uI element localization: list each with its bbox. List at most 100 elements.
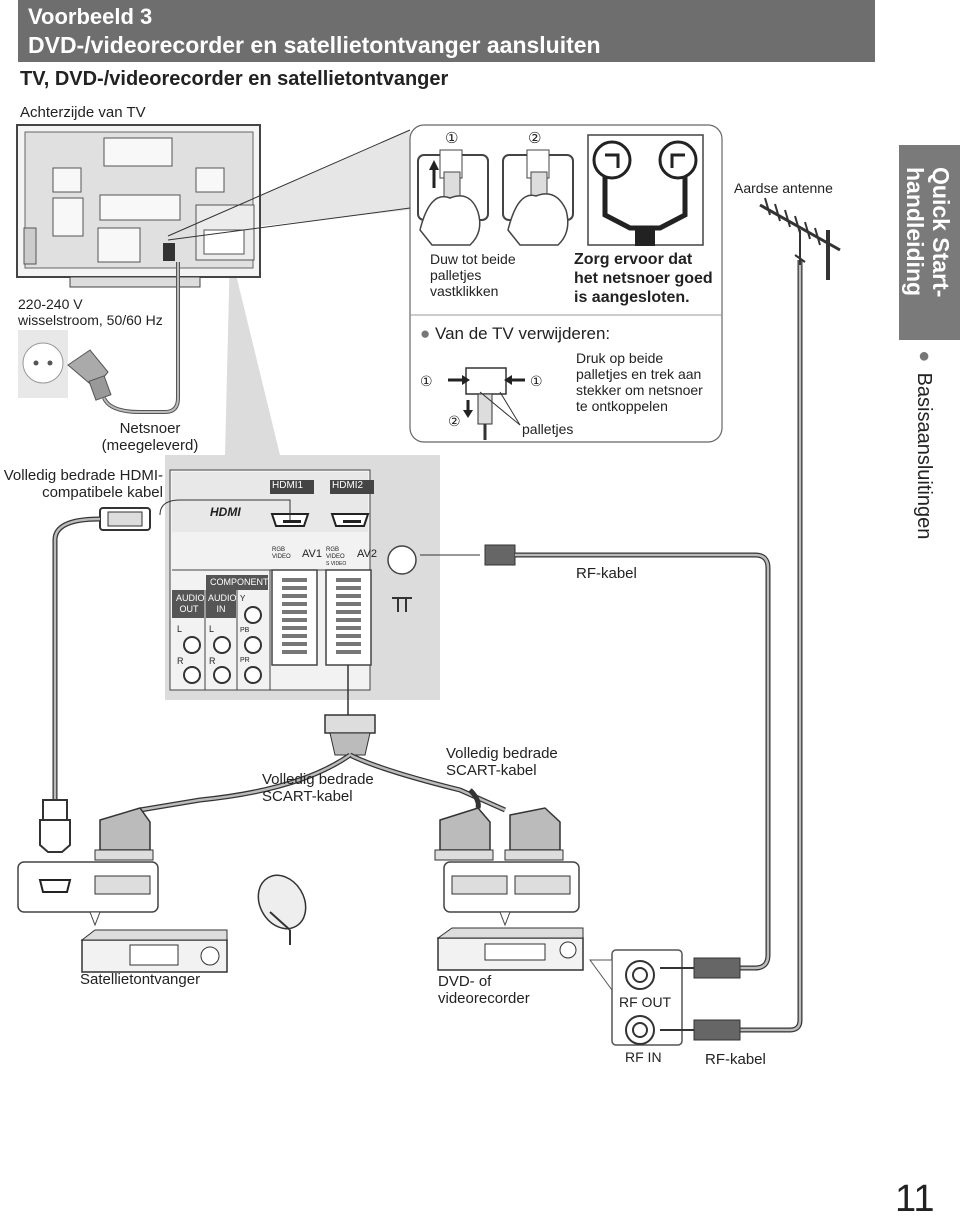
satellite-dish xyxy=(257,874,307,945)
step2-marker: ② xyxy=(528,130,542,147)
scart-right-label: Volledig bedrade SCART-kabel xyxy=(446,745,558,779)
remove-step2: ② xyxy=(448,413,461,429)
remove-heading-text: Van de TV verwijderen: xyxy=(435,324,611,343)
hdmi-logo: HDMI xyxy=(210,505,241,519)
voltage-line2: wisselstroom, 50/60 Hz xyxy=(18,312,163,328)
scart-right-line2: SCART-kabel xyxy=(446,762,537,779)
tv-back-illustration xyxy=(16,124,261,288)
scart-plug-recorder-2 xyxy=(504,807,564,861)
component-pr: PR xyxy=(240,657,250,664)
secure-line1: Zorg ervoor dat xyxy=(574,251,693,268)
audio-in-r: R xyxy=(209,656,216,666)
rgb-video-av2: RGB VIDEO xyxy=(326,547,345,560)
audio-out-l: L xyxy=(177,624,183,634)
bullet-icon: ● xyxy=(913,345,935,367)
hdmi-cable xyxy=(39,499,291,853)
component-y: Y xyxy=(240,594,246,603)
hdmi-cable-label: Volledig bedrade HDMI- compatibele kabel xyxy=(3,467,163,501)
satellite-receiver-back xyxy=(17,861,159,927)
step1-marker: ① xyxy=(445,130,459,147)
rgb-video-av1: RGB VIDEO xyxy=(272,547,291,560)
recorder-back xyxy=(443,861,580,927)
scart-plug-recorder-1 xyxy=(434,807,494,861)
tabs-label: palletjes xyxy=(522,421,574,437)
remove-line1: Druk op beide xyxy=(576,350,664,366)
component-pb: PB xyxy=(240,627,250,634)
secure-line3: is aangesloten. xyxy=(574,289,690,306)
voltage-label: 220-240 V wisselstroom, 50/60 Hz xyxy=(18,296,163,328)
scart-left-label: Volledig bedrade SCART-kabel xyxy=(262,771,374,805)
recorder-label: DVD- of videorecorder xyxy=(438,973,530,1007)
clamp-inset xyxy=(409,124,723,443)
hdmi2-label: HDMI2 xyxy=(332,480,364,491)
scart-left-line2: SCART-kabel xyxy=(262,788,353,805)
audio-out-line2: OUT xyxy=(179,604,199,614)
satellite-receiver xyxy=(80,929,228,973)
rf-out-label: RF OUT xyxy=(619,994,672,1010)
press-instruction: Duw tot beide palletjes vastklikken xyxy=(430,251,516,299)
rf-cable-top xyxy=(420,544,771,979)
rf-cable-bottom-label: RF-kabel xyxy=(705,1051,766,1068)
rf-in-label: RF IN xyxy=(625,1049,662,1065)
av1-label: AV1 xyxy=(302,548,322,560)
audio-in-label: AUDIO IN xyxy=(208,593,237,615)
page-subtitle: TV, DVD-/videorecorder en satellietontva… xyxy=(20,68,449,90)
press-line3: vastklikken xyxy=(430,283,499,299)
remove-instruction: Druk op beide palletjes en trek aan stek… xyxy=(576,350,703,414)
hdmi1-label: HDMI1 xyxy=(272,480,304,491)
recorder-line1: DVD- of xyxy=(438,973,492,990)
power-cord-inner xyxy=(103,262,179,413)
scart-cable-tv xyxy=(139,665,507,813)
remove-line2: palletjes en trek aan xyxy=(576,366,702,382)
scart-right-line1: Volledig bedrade xyxy=(446,745,558,762)
section-title: DVD-/videorecorder en satellietontvanger… xyxy=(28,32,601,58)
section-number: Voorbeeld 3 xyxy=(28,4,153,29)
remove-heading: ● Van de TV verwijderen: xyxy=(420,324,610,344)
power-cord-label: Netsnoer (meegeleverd) xyxy=(100,420,200,454)
rf-connector-box xyxy=(589,949,683,1046)
side-tab-line1: Quick Start- xyxy=(928,167,954,298)
remove-line4: te ontkoppelen xyxy=(576,398,668,414)
press-line2: palletjes xyxy=(430,267,482,283)
remove-step1-right: ① xyxy=(530,373,543,389)
press-line1: Duw tot beide xyxy=(430,251,516,267)
zoom-line-top xyxy=(167,129,411,237)
wall-socket xyxy=(18,330,68,398)
voltage-line1: 220-240 V xyxy=(18,296,83,312)
hdmi-cable-line1: Volledig bedrade HDMI- xyxy=(3,467,163,484)
scart-cable-link xyxy=(468,788,481,809)
power-cord-line2: (meegeleverd) xyxy=(101,437,199,454)
page-number: 11 xyxy=(895,1178,935,1220)
recorder-line2: videorecorder xyxy=(438,990,530,1007)
antenna-label: Aardse antenne xyxy=(734,180,833,196)
scart-plug-satellite xyxy=(94,807,154,861)
power-cord-line1: Netsnoer xyxy=(119,420,181,437)
remove-line3: stekker om netsnoer xyxy=(576,382,703,398)
tv-back-label: Achterzijde van TV xyxy=(20,104,146,121)
audio-out-label: AUDIO OUT xyxy=(176,593,205,615)
hdmi-cable-line2: compatibele kabel xyxy=(42,484,163,501)
bullet-icon: ● xyxy=(420,324,431,343)
audio-out-line1: AUDIO xyxy=(176,593,205,603)
side-tab-section: ● Basisaansluitingen xyxy=(912,345,935,539)
audio-in-line2: IN xyxy=(216,604,226,614)
side-tab-section-text: Basisaansluitingen xyxy=(913,372,935,540)
zoom-line-bottom xyxy=(167,207,411,241)
section-header: Voorbeeld 3 DVD-/videorecorder en satell… xyxy=(18,0,875,62)
av2-label: AV2 xyxy=(357,548,377,560)
rf-cable-top-label: RF-kabel xyxy=(576,565,637,582)
remove-step1-left: ① xyxy=(420,373,433,389)
svideo-label: S VIDEO xyxy=(326,561,347,567)
power-plug xyxy=(67,349,112,401)
satellite-label: Satellietontvanger xyxy=(80,971,201,988)
audio-in-line1: AUDIO xyxy=(208,593,237,603)
audio-in-l: L xyxy=(209,624,215,634)
scart-left-line1: Volledig bedrade xyxy=(262,771,374,788)
side-tab-title: Quick Start- handleiding xyxy=(902,167,954,297)
secure-instruction: Zorg ervoor dat het netsnoer goed is aan… xyxy=(574,250,713,307)
audio-out-r: R xyxy=(177,656,184,666)
dvd-recorder xyxy=(436,927,584,971)
component-label: COMPONENT xyxy=(210,577,269,587)
rf-cable-bottom xyxy=(660,260,803,1041)
